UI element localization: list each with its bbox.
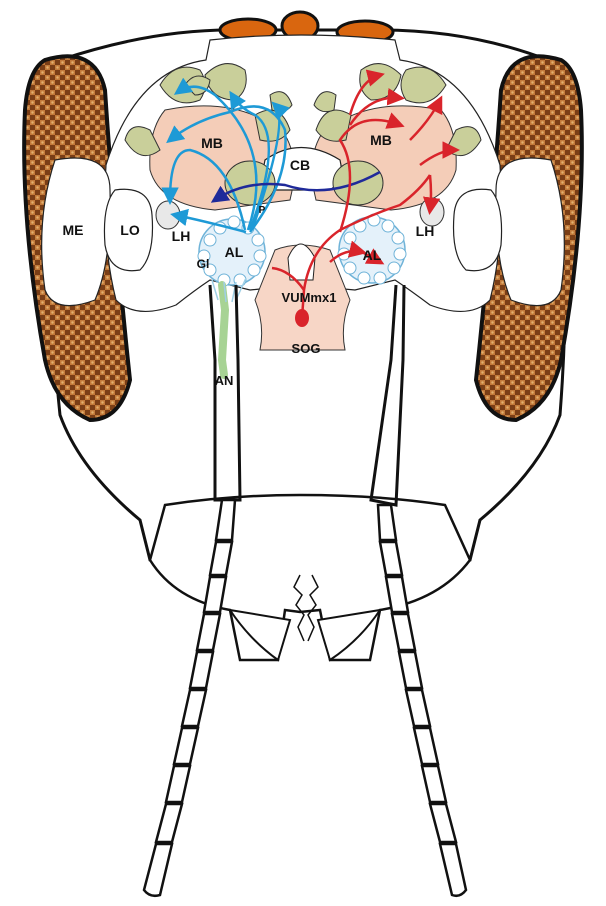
- medulla-right: [496, 158, 565, 306]
- label-gl: Gl: [197, 257, 210, 271]
- lobula-right: [454, 189, 502, 270]
- label-lh-right: LH: [416, 223, 435, 239]
- vummx1-soma: [295, 309, 309, 327]
- label-vummx1: VUMmx1: [282, 290, 337, 305]
- label-lo: LO: [120, 222, 140, 238]
- label-al-right: AL: [363, 247, 382, 263]
- label-al-left: AL: [225, 244, 244, 260]
- label-lh-left: LH: [172, 228, 191, 244]
- label-p: P: [259, 205, 266, 216]
- antennal-nerve: [222, 285, 225, 375]
- label-sog: SOG: [292, 341, 321, 356]
- label-mb-right: MB: [370, 132, 392, 148]
- label-me: ME: [63, 222, 84, 238]
- label-mb-left: MB: [201, 135, 223, 151]
- label-cb: CB: [290, 157, 310, 173]
- label-an: AN: [215, 373, 234, 388]
